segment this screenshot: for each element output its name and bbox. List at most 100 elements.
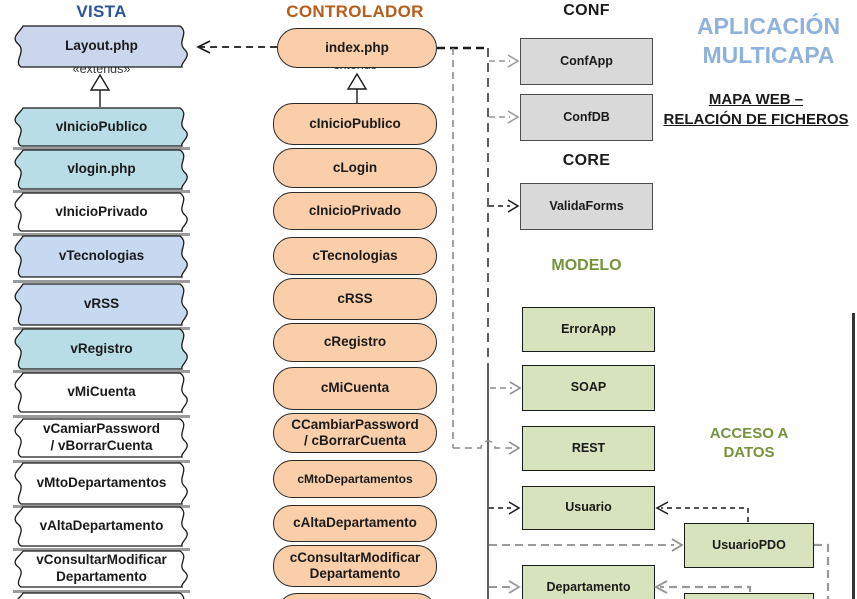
arrowhead-right (507, 199, 520, 213)
controlador-item-label2: / cBorrarCuenta (303, 433, 407, 448)
core-item-label: ValidaForms (549, 198, 624, 213)
acceso-datos-header-line1: ACCESO A (709, 425, 789, 442)
controlador-item: cLogin (273, 148, 437, 188)
layout-php-box: Layout.php (10, 25, 193, 68)
arrowhead-right (508, 580, 521, 594)
controlador-item-label: cMtoDepartamentos (297, 471, 413, 486)
vista-item-label: vTecnologias (58, 248, 145, 264)
vista-item: vMtoDepartamentos (10, 462, 193, 505)
modelo-item: REST (522, 426, 655, 471)
divider (13, 415, 190, 418)
modelo-column-header: MODELO (551, 257, 622, 274)
page-title-line1: APLICACIÓN (696, 13, 841, 39)
vista-item: vMiCuenta (10, 372, 193, 413)
controlador-item-label: cTecnologias (312, 247, 398, 263)
page-subtitle-line1: MAPA WEB – (708, 91, 804, 108)
vista-item-label: vCamiarPassword (42, 421, 161, 437)
controlador-item-label2: Departamento (309, 566, 401, 581)
controlador-item: cConsultarModificar Departamento (273, 545, 437, 587)
layout-php-label: Layout.php (65, 38, 138, 54)
controlador-item: cRegistro (273, 323, 437, 362)
controlador-item-partial (277, 593, 437, 599)
modelo-item: Usuario (522, 486, 655, 530)
modelo-item-label: SOAP (570, 380, 607, 395)
divider (13, 233, 190, 236)
acceso-item: UsuarioPDO (684, 523, 814, 568)
arrowhead-left (196, 40, 211, 54)
vista-item-label: vRSS (83, 296, 120, 312)
dependency-line (661, 507, 749, 522)
vista-item-label: vMtoDepartamentos (36, 475, 167, 491)
vista-item: vConsultarModificar Departamento (10, 550, 193, 588)
divider (13, 505, 190, 508)
conf-item: ConfApp (520, 38, 653, 85)
arrowhead-right (507, 110, 520, 124)
vista-column-header: VISTA (76, 2, 127, 21)
page-subtitle: MAPA WEB – RELACIÓN DE FICHEROS (655, 90, 857, 130)
controlador-item-label: cMiCuenta (320, 380, 390, 396)
controlador-item-label: cInicioPublico (309, 115, 401, 131)
controlador-item: cMtoDepartamentos (273, 460, 437, 498)
conf-column-header: CONF (563, 2, 610, 19)
controlador-item: cInicioPrivado (273, 192, 437, 230)
controlador-item-label: cRegistro (323, 334, 387, 350)
vista-item-label2: / vBorrarCuenta (50, 438, 153, 453)
modelo-item: Departamento (522, 565, 655, 599)
divider (13, 460, 190, 463)
controlador-item: cRSS (273, 278, 437, 320)
vista-item-label: vRegistro (70, 340, 133, 356)
vista-item: vInicioPrivado (10, 192, 193, 232)
arrowhead-right (508, 501, 521, 515)
acceso-datos-header-line2: DATOS (723, 444, 775, 461)
acceso-item-partial (684, 593, 814, 599)
controlador-column-header: CONTROLADOR (286, 2, 424, 21)
generalization-triangle (346, 72, 368, 90)
divider (13, 190, 190, 193)
conf-item-label: ConfApp (560, 53, 613, 68)
modelo-item: ErrorApp (522, 307, 655, 352)
controlador-item: cMiCuenta (273, 367, 437, 410)
vista-item: vlogin.php (10, 149, 193, 190)
vista-item-label: vInicioPublico (55, 118, 148, 134)
page-title-line2: MULTICAPA (702, 42, 835, 68)
divider (13, 280, 190, 283)
divider (13, 548, 190, 551)
controlador-item: cAltaDepartamento (273, 505, 437, 542)
core-column-header: CORE (562, 152, 611, 169)
vista-item-label: vInicioPrivado (55, 203, 148, 219)
controlador-item-label: cAltaDepartamento (293, 515, 417, 531)
vista-item: vRegistro (10, 328, 193, 370)
vista-item-label: vAltaDepartamento (39, 518, 164, 534)
divider (13, 147, 190, 150)
dependency-line (814, 543, 830, 599)
modelo-item-label: Departamento (546, 579, 631, 594)
vista-item-label: vConsultarModificar (36, 552, 167, 568)
arrowhead-right (507, 54, 520, 68)
vista-item: vInicioPublico (10, 107, 193, 147)
conf-item-label: ConfDB (563, 109, 610, 124)
divider (13, 590, 190, 593)
vista-item-label: vlogin.php (67, 161, 136, 177)
modelo-item-label: REST (571, 440, 606, 455)
acceso-item-label: UsuarioPDO (712, 537, 786, 552)
page-edge-line (852, 313, 855, 599)
vista-item: vTecnologias (10, 235, 193, 278)
controlador-item-label: cConsultarModificar (289, 550, 421, 566)
vista-item: vCamiarPassword / vBorrarCuenta (10, 418, 193, 458)
divider (13, 327, 190, 330)
vista-item-partial (10, 592, 193, 599)
arrowhead-right (509, 381, 522, 395)
index-php-box: index.php (277, 28, 437, 68)
conf-item: ConfDB (520, 94, 653, 141)
index-php-label: index.php (325, 39, 389, 55)
generalization-triangle (89, 73, 111, 91)
page-title: APLICACIÓN MULTICAPA (680, 12, 857, 70)
vista-item-label2: Departamento (56, 569, 147, 584)
acceso-datos-header: ACCESO A DATOS (690, 424, 808, 462)
dependency-line (453, 440, 512, 449)
divider (13, 370, 190, 373)
arrowhead-right (671, 538, 684, 552)
modelo-item-label: Usuario (565, 500, 612, 515)
controlador-item-label: cLogin (332, 159, 378, 175)
